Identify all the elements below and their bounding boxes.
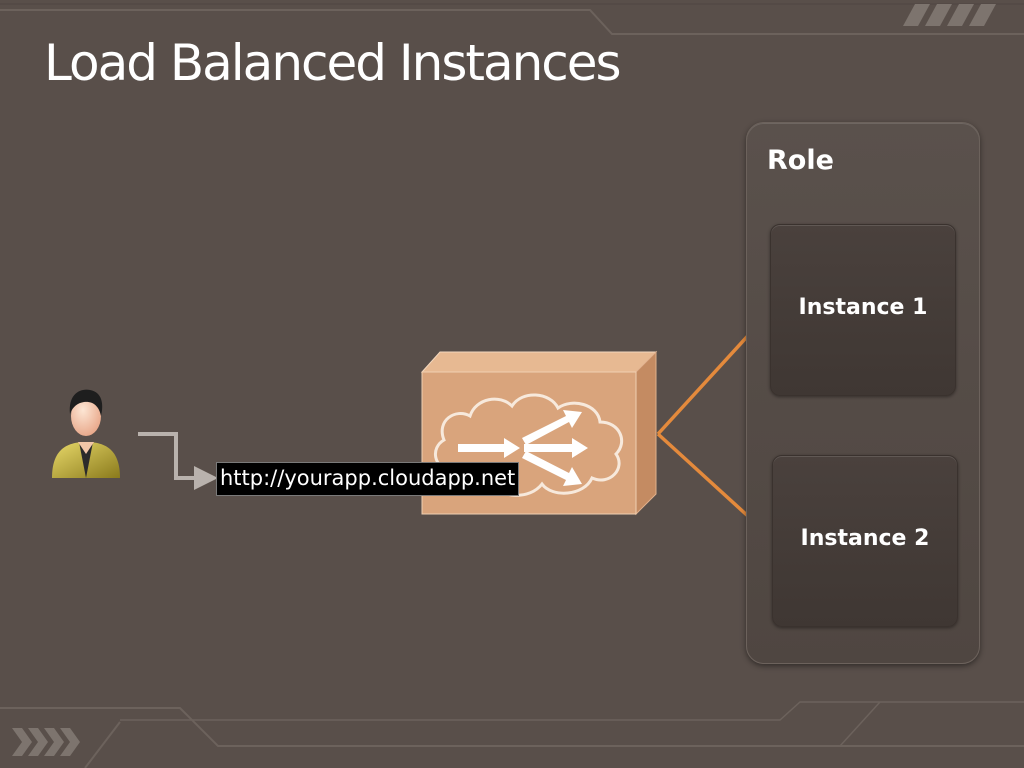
role-label: Role: [767, 145, 834, 176]
instance-1-label: Instance 1: [798, 295, 928, 320]
user-icon: [52, 389, 120, 478]
instance-2-box: Instance 2: [772, 455, 958, 627]
client-to-url-arrow: [138, 432, 218, 490]
slide-title: Load Balanced Instances: [44, 34, 622, 92]
instance-1-box: Instance 1: [770, 224, 956, 396]
instance-2-label: Instance 2: [800, 526, 930, 551]
service-url: http://yourapp.cloudapp.net: [216, 462, 520, 496]
